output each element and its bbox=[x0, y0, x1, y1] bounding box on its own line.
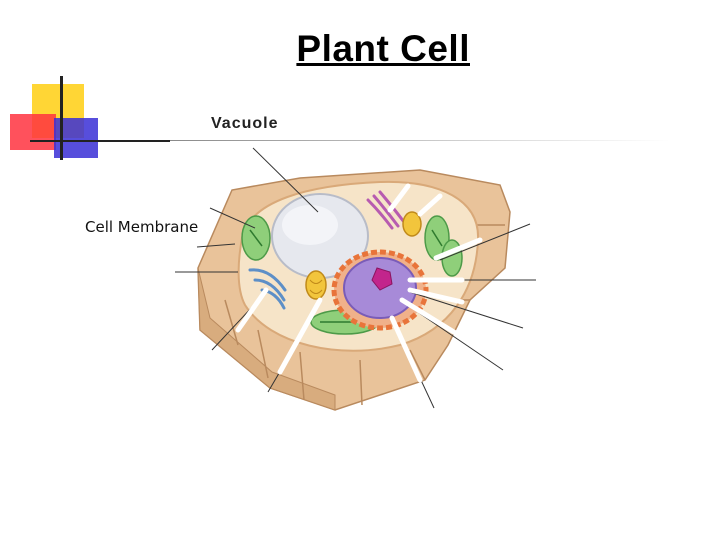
nucleolus bbox=[371, 267, 393, 291]
cell-membrane-label: Cell Membrane bbox=[85, 218, 199, 236]
decor-title-rule bbox=[170, 140, 670, 141]
vacuole-label: Vacuole bbox=[211, 115, 279, 132]
decor-red-square bbox=[10, 114, 56, 150]
decor-horizontal-line bbox=[30, 140, 170, 142]
slide-title: Plant Cell bbox=[296, 28, 470, 69]
mitochondria bbox=[305, 211, 422, 300]
pointer-highlights bbox=[235, 183, 483, 383]
decor-vertical-line bbox=[60, 76, 63, 160]
